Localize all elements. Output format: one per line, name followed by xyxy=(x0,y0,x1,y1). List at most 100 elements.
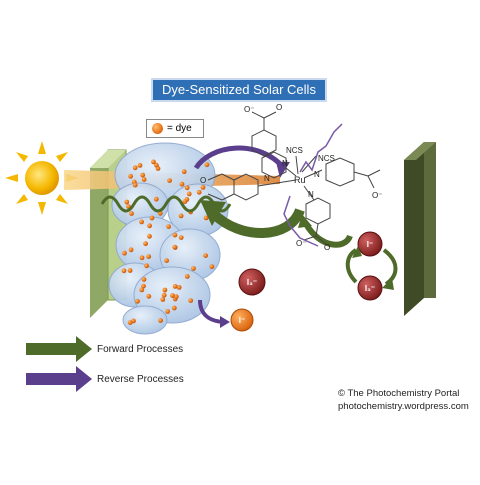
dye-particle xyxy=(147,233,152,239)
reverse-arrow-recombination xyxy=(193,145,286,170)
dye-legend-label: = dye xyxy=(167,123,192,134)
n-label-4: N xyxy=(282,159,288,168)
triiodide-label-right: I₃⁻ xyxy=(365,284,375,293)
dye-particle xyxy=(146,254,152,259)
dye-particle xyxy=(128,247,134,253)
dye-particle xyxy=(191,266,196,271)
o-minus-label-2: O⁻ xyxy=(372,191,382,200)
forward-arrow-regeneration xyxy=(303,222,353,248)
dye-particle xyxy=(137,163,143,168)
dye-particle xyxy=(171,305,177,311)
dye-particle xyxy=(178,235,184,241)
dye-particle xyxy=(127,268,133,273)
dye-particle xyxy=(146,293,152,299)
ncs-label-1: NCS xyxy=(286,146,303,155)
dye-particle xyxy=(170,293,175,298)
dye-particle xyxy=(121,268,127,274)
right-electrode xyxy=(404,142,436,316)
o-label-2: O xyxy=(200,176,206,185)
dye-particle xyxy=(158,318,164,323)
redox-cycle xyxy=(345,231,398,301)
dye-particle xyxy=(178,213,184,219)
dye-particle xyxy=(188,298,194,303)
dye-particle xyxy=(162,287,168,293)
dye-particle xyxy=(204,162,210,168)
dye-particle xyxy=(200,185,206,190)
dye-particle xyxy=(181,169,187,175)
o-minus-label-3: O⁻ xyxy=(296,239,306,248)
dye-particle xyxy=(176,285,182,290)
dye-particle xyxy=(160,297,166,302)
dye-particle xyxy=(154,162,159,168)
dye-particle xyxy=(172,232,178,238)
dye-particle xyxy=(143,241,149,247)
dye-particle xyxy=(166,224,172,230)
dye-particle xyxy=(132,165,138,171)
iodide-label-top: I⁻ xyxy=(367,240,373,249)
dye-particle xyxy=(139,255,145,261)
dye-particle xyxy=(164,258,170,263)
purple-alkyl-chain-2 xyxy=(283,195,319,247)
forward-arrow-injection xyxy=(210,207,305,238)
dye-particle xyxy=(124,199,130,205)
ru-dye-molecule xyxy=(207,111,381,245)
triiodide-label-left: I₃⁻ xyxy=(247,278,257,287)
dye-particle xyxy=(122,250,127,256)
credit-line-1: © The Photochemistry Portal xyxy=(338,388,460,399)
dye-particle xyxy=(209,264,215,270)
dye-particle xyxy=(167,178,173,184)
o-minus-label-1: O⁻ xyxy=(244,105,254,114)
diagram-title: Dye-Sensitized Solar Cells xyxy=(151,78,327,102)
dye-particle xyxy=(139,219,145,225)
dye-particle xyxy=(129,211,134,216)
reverse-processes-label: Reverse Processes xyxy=(97,374,184,385)
n-label-1: N xyxy=(264,174,270,183)
o-label-3: O xyxy=(324,243,330,252)
dye-legend-icon xyxy=(152,123,163,134)
dye-particle xyxy=(196,189,202,195)
dye-particle xyxy=(203,253,209,258)
dye-particle xyxy=(182,199,188,205)
triiodide-ion-left xyxy=(238,268,266,296)
o-label-1: O xyxy=(276,103,282,112)
forward-arrowhead xyxy=(200,200,226,226)
iodide-label-bottom: I⁻ xyxy=(239,316,245,325)
dye-particle xyxy=(151,159,156,165)
dye-particle xyxy=(141,177,147,182)
tio2-cluster xyxy=(108,142,229,335)
electron-injection-wave xyxy=(100,195,232,213)
dye-particles xyxy=(121,159,217,325)
dye-particle xyxy=(132,182,138,188)
iodide-ion-bottom xyxy=(230,308,254,332)
dye-particle xyxy=(127,320,133,325)
purple-alkyl-chain xyxy=(299,123,343,173)
ncs-label-2: NCS xyxy=(318,154,335,163)
dye-particle xyxy=(140,172,146,178)
dye-legend: = dye xyxy=(146,119,204,138)
dye-particle xyxy=(149,215,155,221)
dye-particle xyxy=(184,274,190,279)
regeneration-arrowhead xyxy=(298,214,312,228)
dye-particle xyxy=(139,287,145,293)
dye-particle xyxy=(184,185,190,191)
dye-particle xyxy=(147,223,153,229)
dye-particle xyxy=(141,283,146,289)
legend-forward-arrow xyxy=(26,336,92,362)
dye-particle xyxy=(135,298,140,304)
dye-particle xyxy=(165,309,171,314)
dye-particle xyxy=(153,196,159,202)
dye-particle xyxy=(173,294,179,300)
n-label-3: N xyxy=(308,190,314,199)
dye-particle xyxy=(172,244,178,250)
dye-particle xyxy=(203,215,209,221)
n-label-2: N xyxy=(314,170,320,179)
dye-particle xyxy=(172,284,178,289)
dye-particle xyxy=(161,292,167,298)
forward-processes-label: Forward Processes xyxy=(97,344,184,355)
credit-line-2: photochemistry.wordpress.com xyxy=(338,401,469,412)
ru-label: Ru xyxy=(294,175,306,185)
dye-particle xyxy=(186,191,192,197)
dye-particle xyxy=(128,173,134,179)
